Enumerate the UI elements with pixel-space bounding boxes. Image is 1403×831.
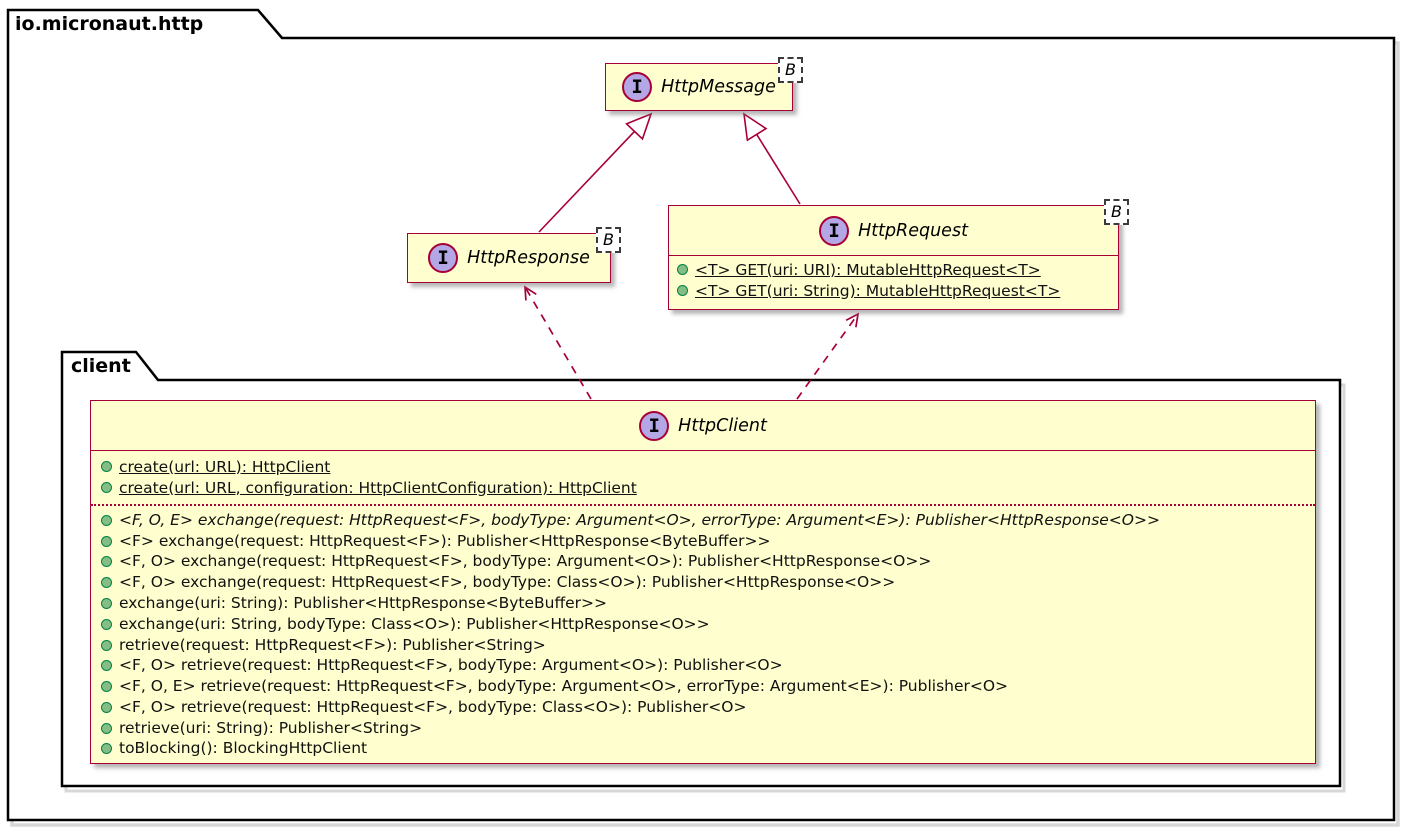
method-row: <F, O, E> retrieve(request: HttpRequest<… bbox=[91, 676, 1315, 697]
class-httpmessage: B I HttpMessage bbox=[605, 57, 803, 111]
public-method-icon bbox=[677, 285, 688, 296]
method-signature: <F, O, E> retrieve(request: HttpRequest<… bbox=[119, 677, 1009, 696]
method-row: create(url: URL): HttpClient bbox=[91, 456, 1315, 477]
interface-icon: I bbox=[639, 410, 670, 441]
method-signature: create(url: URL, configuration: HttpClie… bbox=[119, 478, 637, 497]
method-row: exchange(uri: String, bodyType: Class<O>… bbox=[91, 614, 1315, 635]
package-title-root: io.micronaut.http bbox=[15, 13, 204, 35]
method-row: <F, O> retrieve(request: HttpRequest<F>,… bbox=[91, 697, 1315, 718]
public-method-icon bbox=[101, 639, 112, 651]
static-methods-section: <T> GET(uri: URI): MutableHttpRequest<T>… bbox=[669, 255, 1118, 304]
method-row: <T> GET(uri: URI): MutableHttpRequest<T> bbox=[669, 259, 1118, 280]
method-row: <F> exchange(request: HttpRequest<F>): P… bbox=[91, 531, 1315, 552]
method-signature: exchange(uri: String, bodyType: Class<O>… bbox=[119, 614, 710, 633]
method-row: <T> GET(uri: String): MutableHttpRequest… bbox=[669, 280, 1118, 301]
class-title-row: I HttpRequest bbox=[669, 206, 1118, 255]
public-method-icon bbox=[101, 482, 112, 493]
generic-type-badge: B bbox=[778, 57, 803, 83]
interface-icon: I bbox=[428, 243, 459, 273]
method-signature: <F> exchange(request: HttpRequest<F>): P… bbox=[119, 531, 771, 550]
method-row: retrieve(uri: String): Publisher<String> bbox=[91, 718, 1315, 739]
method-signature: retrieve(uri: String): Publisher<String> bbox=[119, 718, 423, 737]
method-signature: create(url: URL): HttpClient bbox=[119, 457, 331, 476]
method-signature: exchange(uri: String): Publisher<HttpRes… bbox=[119, 594, 608, 613]
method-row: exchange(uri: String): Publisher<HttpRes… bbox=[91, 593, 1315, 614]
class-name: HttpRequest bbox=[858, 220, 968, 241]
methods-section: <F, O, E> exchange(request: HttpRequest<… bbox=[91, 506, 1315, 763]
class-name: HttpClient bbox=[678, 415, 767, 436]
class-httprequest: B I HttpRequest <T> GET(uri: URI): Mutab… bbox=[668, 199, 1129, 310]
class-title-row: I HttpResponse bbox=[408, 234, 610, 282]
public-method-icon bbox=[101, 577, 112, 589]
method-row: <F, O> retrieve(request: HttpRequest<F>,… bbox=[91, 655, 1315, 676]
public-method-icon bbox=[101, 681, 112, 693]
class-title-row: I HttpMessage bbox=[606, 64, 792, 110]
method-signature: <F, O, E> exchange(request: HttpRequest<… bbox=[119, 510, 1160, 529]
method-signature: toBlocking(): BlockingHttpClient bbox=[119, 739, 368, 758]
method-row: <F, O> exchange(request: HttpRequest<F>,… bbox=[91, 552, 1315, 573]
class-name: HttpMessage bbox=[661, 77, 776, 97]
public-method-icon bbox=[101, 535, 112, 547]
public-method-icon bbox=[101, 598, 112, 610]
static-methods-section: create(url: URL): HttpClient create(url:… bbox=[91, 450, 1315, 506]
generalization-httpresponse-httpmessage bbox=[538, 114, 651, 233]
generic-type-badge: B bbox=[1104, 199, 1129, 225]
method-signature: <T> GET(uri: String): MutableHttpRequest… bbox=[695, 281, 1061, 300]
method-row: <F, O> exchange(request: HttpRequest<F>,… bbox=[91, 572, 1315, 593]
method-signature: <T> GET(uri: URI): MutableHttpRequest<T> bbox=[695, 260, 1041, 279]
method-signature: retrieve(request: HttpRequest<F>): Publi… bbox=[119, 635, 546, 654]
method-signature: <F, O> exchange(request: HttpRequest<F>,… bbox=[119, 552, 932, 571]
public-method-icon bbox=[101, 743, 112, 755]
interface-icon: I bbox=[819, 215, 850, 246]
public-method-icon bbox=[101, 514, 112, 526]
method-signature: <F, O> retrieve(request: HttpRequest<F>,… bbox=[119, 697, 747, 716]
public-method-icon bbox=[101, 556, 112, 568]
interface-icon: I bbox=[622, 72, 653, 102]
generalization-httprequest-httpmessage bbox=[744, 114, 801, 205]
package-title-client: client bbox=[71, 355, 131, 377]
class-httpresponse: B I HttpResponse bbox=[407, 227, 621, 283]
public-method-icon bbox=[101, 660, 112, 672]
dependency-httpclient-httprequest bbox=[796, 312, 860, 400]
public-method-icon bbox=[101, 701, 112, 713]
public-method-icon bbox=[677, 264, 688, 275]
method-signature: <F, O> exchange(request: HttpRequest<F>,… bbox=[119, 573, 896, 592]
method-row: <F, O, E> exchange(request: HttpRequest<… bbox=[91, 510, 1315, 531]
method-signature: <F, O> retrieve(request: HttpRequest<F>,… bbox=[119, 656, 783, 675]
class-name: HttpResponse bbox=[467, 248, 590, 268]
class-httpclient: I HttpClient create(url: URL): HttpClien… bbox=[90, 400, 1316, 764]
generic-type-badge: B bbox=[596, 227, 621, 253]
dependency-httpclient-httpresponse bbox=[524, 285, 592, 400]
method-row: toBlocking(): BlockingHttpClient bbox=[91, 739, 1315, 760]
method-row: create(url: URL, configuration: HttpClie… bbox=[91, 477, 1315, 498]
public-method-icon bbox=[101, 722, 112, 734]
public-method-icon bbox=[101, 618, 112, 630]
class-title-row: I HttpClient bbox=[91, 401, 1315, 450]
method-row: retrieve(request: HttpRequest<F>): Publi… bbox=[91, 635, 1315, 656]
public-method-icon bbox=[101, 461, 112, 472]
